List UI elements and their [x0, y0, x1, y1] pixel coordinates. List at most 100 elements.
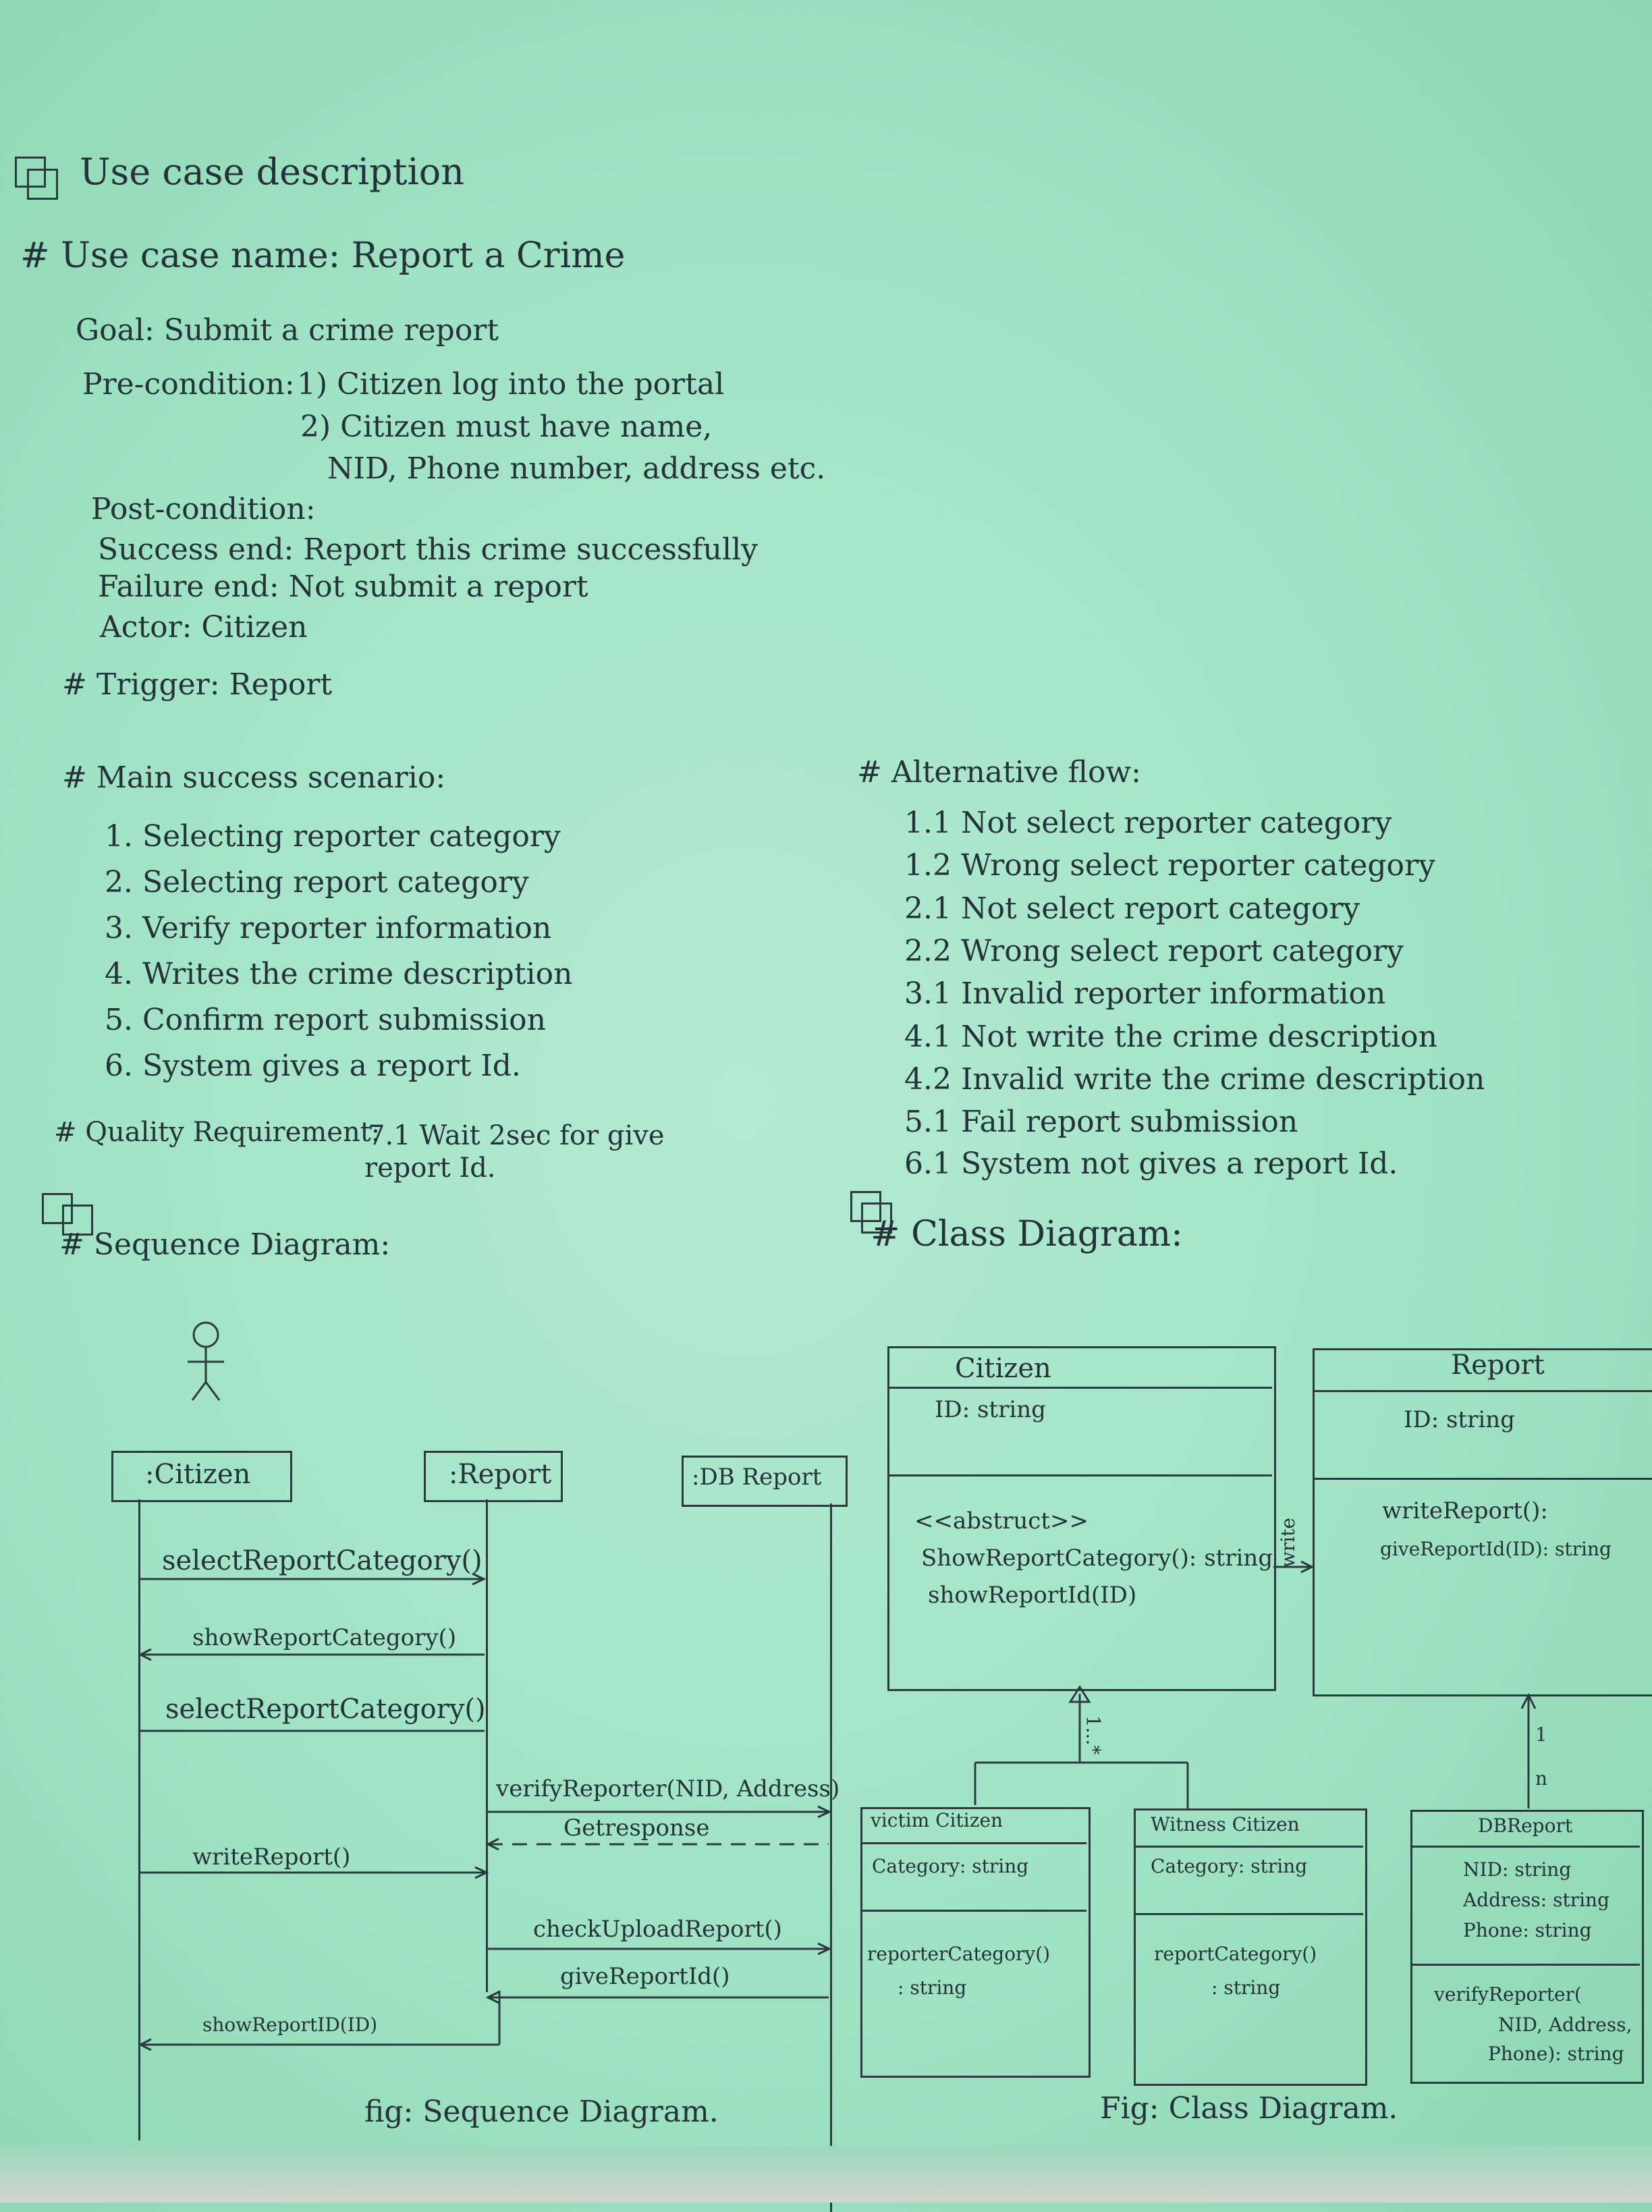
class-witness-op: reportCategory() — [1154, 1943, 1317, 1965]
section-title: Use case description — [80, 150, 465, 193]
class-dbreport-attr: NID: string — [1463, 1858, 1572, 1881]
class-witness-attr: Category: string — [1151, 1855, 1308, 1877]
trigger: # Trigger: Report — [62, 667, 333, 702]
class-dbreport-attr: Address: string — [1463, 1889, 1610, 1911]
class-report-divider — [1315, 1390, 1652, 1392]
lifeline-db-report-box — [682, 1456, 848, 1507]
alt-item: 4.1 Not write the crime description — [904, 1020, 1437, 1054]
msg-get-response: Getresponse — [563, 1815, 710, 1842]
section-icon-overlay — [27, 169, 58, 200]
inheritance-multiplicity: 1...* — [1082, 1715, 1105, 1755]
class-section-icon-overlay — [861, 1202, 892, 1234]
class-victim-divider — [862, 1842, 1086, 1844]
class-dbreport-name: DBReport — [1478, 1815, 1573, 1837]
lifeline-report — [486, 1499, 488, 1992]
main-step: 2. Selecting report category — [105, 865, 529, 900]
main-scenario-title: # Main success scenario: — [62, 761, 446, 795]
quality-label: # Quality Requirement: — [54, 1117, 381, 1148]
class-citizen-divider — [889, 1474, 1272, 1476]
class-citizen-attr: ID: string — [935, 1396, 1046, 1423]
class-report-op: writeReport(): — [1382, 1497, 1548, 1524]
quality-line-2: report Id. — [364, 1153, 496, 1184]
class-dbreport-op: Phone): string — [1488, 2043, 1624, 2065]
class-witness-name: Witness Citizen — [1151, 1813, 1300, 1835]
msg-select-report-category: selectReportCategory() — [162, 1545, 483, 1576]
lifeline-db-report — [830, 1503, 832, 2212]
failure-end: Failure end: Not submit a report — [98, 570, 588, 604]
lifeline-report-label: :Report — [449, 1459, 552, 1490]
class-citizen-name: Citizen — [955, 1353, 1051, 1384]
class-dbreport-attr: Phone: string — [1463, 1919, 1592, 1941]
msg-check-upload-report: checkUploadReport() — [533, 1916, 782, 1943]
class-report-divider — [1315, 1478, 1652, 1480]
main-step: 3. Verify reporter information — [105, 911, 552, 945]
class-witness-divider — [1136, 1846, 1363, 1848]
alt-item: 3.1 Invalid reporter information — [904, 976, 1386, 1011]
pre-condition-1: 1) Citizen log into the portal — [297, 367, 725, 402]
msg-verify-reporter: verifyReporter(NID, Address) — [496, 1775, 840, 1802]
class-witness-divider — [1136, 1913, 1363, 1915]
sequence-caption: fig: Sequence Diagram. — [364, 2095, 719, 2129]
class-victim-divider — [862, 1910, 1086, 1912]
db-multiplicity-1: 1 — [1535, 1723, 1547, 1746]
class-report-name: Report — [1451, 1350, 1545, 1381]
msg-show-report-category: showReportCategory() — [192, 1624, 457, 1651]
class-victim-citizen — [860, 1807, 1091, 2078]
pre-condition-label: Pre-condition: — [82, 367, 295, 402]
class-witness-op: : string — [1211, 1976, 1281, 1999]
class-citizen-op: <<abstruct>> — [914, 1508, 1089, 1534]
actor: Actor: Citizen — [100, 610, 308, 644]
class-dbreport-divider — [1412, 1964, 1640, 1966]
alt-item: 5.1 Fail report submission — [904, 1105, 1298, 1139]
class-diagram-caption: Fig: Class Diagram. — [1100, 2091, 1398, 2126]
class-victim-attr: Category: string — [872, 1855, 1029, 1877]
sequence-title: # Sequence Diagram: — [59, 1227, 391, 1262]
class-victim-op: : string — [898, 1976, 967, 1999]
lifeline-report-box — [424, 1451, 563, 1502]
msg-select-report-category-2: selectReportCategory() — [165, 1694, 486, 1725]
class-report-op: giveReportId(ID): string — [1380, 1538, 1612, 1560]
class-citizen-divider — [889, 1387, 1272, 1389]
alt-item: 1.1 Not select reporter category — [904, 806, 1392, 840]
lifeline-citizen — [138, 1499, 140, 2140]
lifeline-db-report-label: :DB Report — [692, 1464, 822, 1491]
class-report — [1313, 1348, 1652, 1696]
success-end: Success end: Report this crime successfu… — [98, 532, 759, 567]
alt-item: 1.2 Wrong select reporter category — [904, 848, 1435, 883]
main-step: 4. Writes the crime description — [105, 957, 573, 991]
class-victim-name: victim Citizen — [871, 1809, 1003, 1831]
msg-write-report: writeReport() — [192, 1844, 351, 1871]
class-citizen-op: ShowReportCategory(): string — [921, 1545, 1273, 1572]
lifeline-citizen-box — [111, 1451, 292, 1502]
lifeline-citizen-label: :Citizen — [145, 1459, 251, 1490]
section-icon — [15, 157, 46, 188]
alt-item: 2.2 Wrong select report category — [904, 934, 1404, 968]
class-dbreport-op: verifyReporter( — [1434, 1983, 1582, 2006]
main-step: 5. Confirm report submission — [105, 1003, 546, 1037]
class-report-attr: ID: string — [1404, 1406, 1515, 1433]
msg-show-report-id: showReportID(ID) — [202, 2014, 378, 2036]
post-condition-label: Post-condition: — [91, 492, 316, 526]
class-section-icon — [850, 1191, 881, 1222]
class-diagram-title: # Class Diagram: — [871, 1214, 1183, 1254]
alt-item: 4.2 Invalid write the crime description — [904, 1062, 1485, 1097]
class-dbreport — [1410, 1810, 1644, 2084]
alt-item: 2.1 Not select report category — [904, 891, 1360, 926]
db-multiplicity-n: n — [1535, 1767, 1548, 1790]
class-citizen-op: showReportId(ID) — [928, 1582, 1137, 1609]
class-witness-citizen — [1134, 1808, 1367, 2086]
alt-item: 6.1 System not gives a report Id. — [904, 1146, 1398, 1181]
use-case-name: # Use case name: Report a Crime — [20, 236, 626, 276]
class-dbreport-op: NID, Address, — [1498, 2014, 1632, 2036]
alternative-flow-title: # Alternative flow: — [857, 755, 1141, 790]
association-label-write: write — [1276, 1518, 1299, 1568]
goal: Goal: Submit a crime report — [76, 313, 499, 348]
class-dbreport-divider — [1412, 1846, 1640, 1848]
class-victim-op: reporterCategory() — [867, 1943, 1051, 1965]
pre-condition-2a: 2) Citizen must have name, — [300, 410, 713, 444]
main-step: 6. System gives a report Id. — [105, 1049, 521, 1083]
paper-bottom-edge — [0, 2146, 1652, 2203]
